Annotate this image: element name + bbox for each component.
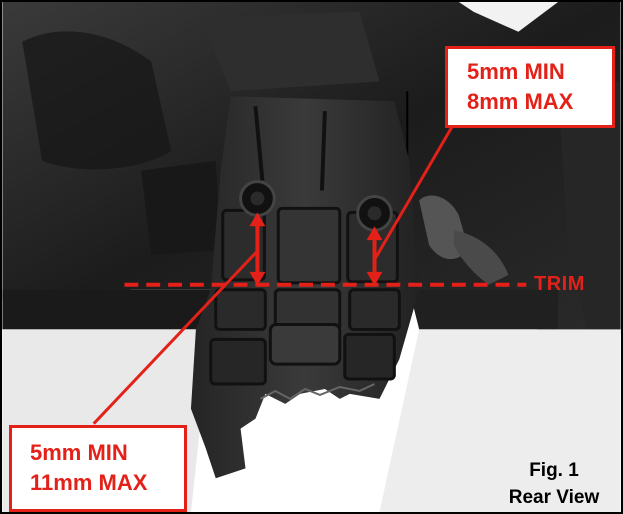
bracket-cell-9 [343, 332, 396, 381]
housing-flange-right [558, 81, 621, 335]
bracket [190, 96, 420, 479]
figure-view: Rear View [508, 487, 600, 508]
bracket-cell-6 [348, 288, 401, 331]
bracket-cell-8 [268, 322, 342, 366]
housing-lower-band-right [409, 289, 559, 330]
bracket-torn-edge [259, 383, 375, 401]
callout-lower-max: 11mm MAX [30, 470, 148, 495]
bracket-rib-1 [253, 105, 265, 181]
housing-highlight [458, 2, 559, 32]
trim-label: TRIM [534, 273, 585, 295]
hole-right-inner [367, 206, 382, 221]
callout-lower: 5mm MIN 11mm MAX [9, 425, 187, 512]
figure-number: Fig. 1 [529, 460, 579, 481]
bracket-cell-2 [276, 206, 342, 285]
leader-line-upper [374, 126, 454, 259]
hole-left-inner [250, 191, 265, 206]
housing-pocket-left [22, 31, 172, 170]
dimension-arrow-left [249, 212, 266, 286]
housing-lower-band [2, 289, 211, 330]
leader-line-lower [92, 251, 258, 425]
housing-pocket-mid [141, 160, 221, 256]
callout-upper: 5mm MIN 8mm MAX [445, 46, 615, 128]
housing-pocket-top [200, 11, 380, 92]
callout-lower-min: 5mm MIN [30, 440, 128, 465]
background-floor-right [379, 329, 621, 512]
housing-arm-right-2 [453, 230, 509, 285]
callout-upper-max: 8mm MAX [467, 89, 574, 114]
bracket-cell-4 [214, 288, 267, 331]
bracket-cell-7 [209, 337, 267, 386]
figure-caption: Fig. 1 Rear View [492, 457, 616, 511]
callout-upper-min: 5mm MIN [467, 59, 565, 84]
bracket-rib-2 [319, 111, 327, 191]
